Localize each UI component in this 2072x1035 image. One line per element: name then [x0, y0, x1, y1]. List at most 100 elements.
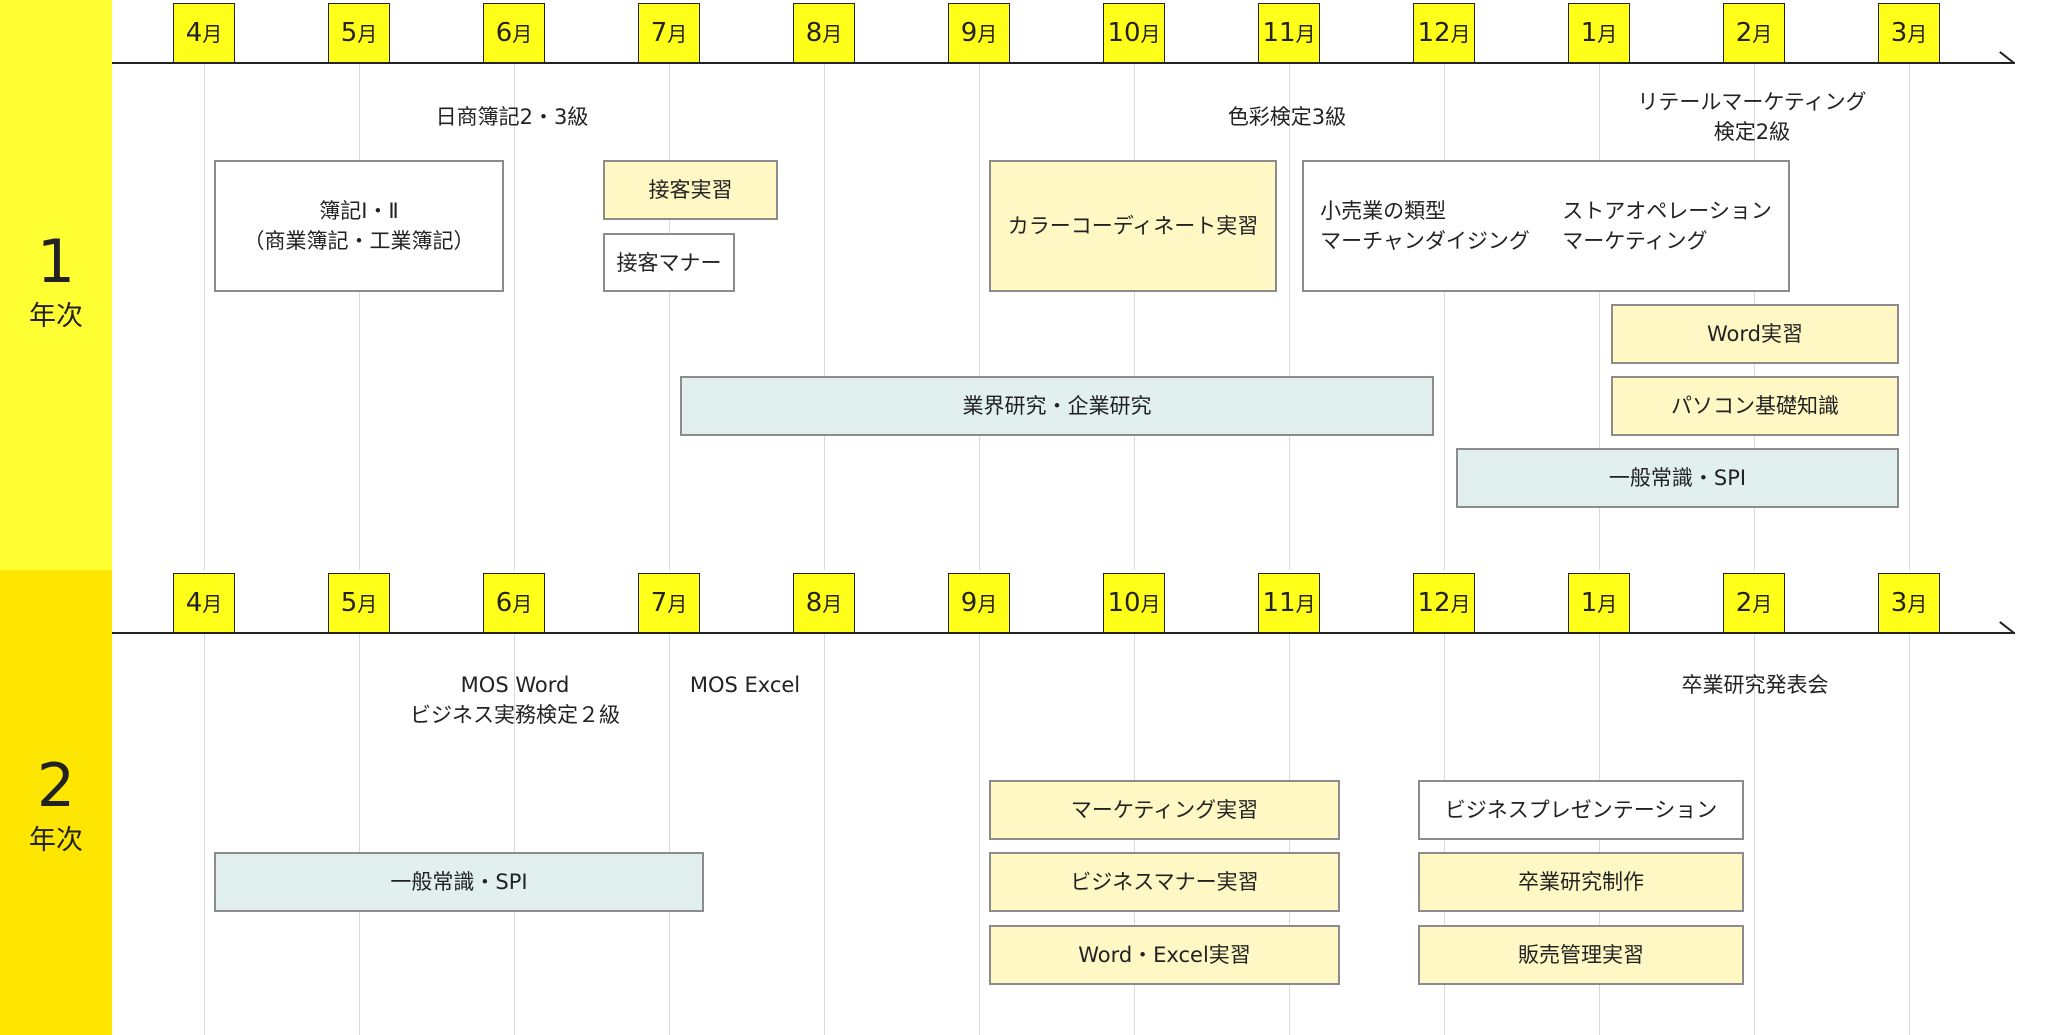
- month-number: 2: [1735, 588, 1753, 618]
- month-number: 10: [1107, 588, 1141, 618]
- month-marker-1: 1月: [1568, 573, 1630, 633]
- month-suffix: 月: [357, 592, 378, 616]
- month-number: 6: [495, 18, 513, 48]
- month-suffix: 月: [1295, 592, 1316, 616]
- year2-label: 年次: [29, 825, 83, 856]
- month-suffix: 月: [512, 592, 533, 616]
- course-pc-basics: パソコン基礎知識: [1611, 376, 1899, 436]
- month-number: 7: [650, 18, 668, 48]
- month-suffix: 月: [822, 22, 843, 46]
- month-number: 11: [1262, 18, 1296, 48]
- month-marker-5: 5月: [328, 3, 390, 63]
- month-marker-2: 2月: [1723, 3, 1785, 63]
- month-marker-11: 11月: [1258, 573, 1320, 633]
- month-gridline: [669, 632, 670, 1035]
- month-number: 11: [1262, 588, 1296, 618]
- month-suffix: 月: [667, 592, 688, 616]
- course-word: Word実習: [1611, 304, 1899, 364]
- month-number: 8: [805, 588, 823, 618]
- month-gridline: [359, 62, 360, 570]
- course-service-manner: 接客マナー: [603, 233, 735, 292]
- course-sales-management: 販売管理実習: [1418, 925, 1744, 985]
- month-number: 1: [1580, 588, 1598, 618]
- month-suffix: 月: [1140, 592, 1161, 616]
- month-number: 3: [1890, 18, 1908, 48]
- course-word-excel: Word・Excel実習: [989, 925, 1340, 985]
- month-number: 8: [805, 18, 823, 48]
- year1-number: 1: [36, 227, 76, 297]
- cert-mos-excel: MOS Excel: [689, 673, 801, 697]
- year1-band: 1 年次: [0, 0, 112, 570]
- course-marketing-practice: マーケティング実習: [989, 780, 1340, 840]
- month-number: 9: [960, 18, 978, 48]
- month-marker-8: 8月: [793, 3, 855, 63]
- month-number: 3: [1890, 588, 1908, 618]
- month-suffix: 月: [977, 592, 998, 616]
- cert-retail: リテールマーケティング 検定2級: [1637, 90, 1867, 144]
- cert-mos-word: MOS Word ビジネス実務検定２級: [410, 673, 620, 727]
- year2-number: 2: [36, 751, 76, 821]
- month-suffix: 月: [512, 22, 533, 46]
- course-spi: 一般常識・SPI: [1456, 448, 1899, 508]
- month-marker-11: 11月: [1258, 3, 1320, 63]
- month-gridline: [1599, 62, 1600, 570]
- month-gridline: [514, 632, 515, 1035]
- month-suffix: 月: [1295, 22, 1316, 46]
- month-marker-12: 12月: [1413, 573, 1475, 633]
- course-industry-research: 業界研究・企業研究: [680, 376, 1434, 436]
- course-boki: 簿記Ⅰ・Ⅱ （商業簿記・工業簿記）: [214, 160, 504, 292]
- month-marker-8: 8月: [793, 573, 855, 633]
- year2-band: 2 年次: [0, 570, 112, 1035]
- month-marker-7: 7月: [638, 573, 700, 633]
- retail-col1: 小売業の類型 マーチャンダイジング: [1320, 199, 1530, 253]
- month-suffix: 月: [1752, 22, 1773, 46]
- month-marker-1: 1月: [1568, 3, 1630, 63]
- month-marker-4: 4月: [173, 573, 235, 633]
- month-suffix: 月: [1597, 22, 1618, 46]
- month-suffix: 月: [202, 592, 223, 616]
- month-gridline: [1909, 62, 1910, 570]
- month-suffix: 月: [202, 22, 223, 46]
- month-marker-9: 9月: [948, 573, 1010, 633]
- month-suffix: 月: [1450, 22, 1471, 46]
- month-suffix: 月: [1450, 592, 1471, 616]
- month-marker-7: 7月: [638, 3, 700, 63]
- month-number: 7: [650, 588, 668, 618]
- month-number: 1: [1580, 18, 1598, 48]
- month-marker-6: 6月: [483, 573, 545, 633]
- month-suffix: 月: [1140, 22, 1161, 46]
- month-number: 10: [1107, 18, 1141, 48]
- timeline-axis: [112, 62, 2015, 64]
- month-gridline: [1754, 632, 1755, 1035]
- month-number: 12: [1417, 18, 1451, 48]
- month-marker-6: 6月: [483, 3, 545, 63]
- month-number: 4: [185, 18, 203, 48]
- month-gridline: [979, 632, 980, 1035]
- month-marker-5: 5月: [328, 573, 390, 633]
- month-gridline: [1289, 62, 1290, 570]
- retail-col2: ストアオペレーション マーケティング: [1562, 199, 1772, 253]
- cert-graduation-presentation: 卒業研究発表会: [1681, 673, 1829, 697]
- month-marker-10: 10月: [1103, 573, 1165, 633]
- cert-color: 色彩検定3級: [1227, 105, 1347, 129]
- month-marker-9: 9月: [948, 3, 1010, 63]
- month-number: 12: [1417, 588, 1451, 618]
- month-suffix: 月: [1907, 22, 1928, 46]
- timeline-axis: [112, 632, 2015, 634]
- month-gridline: [359, 632, 360, 1035]
- course-retail: 小売業の類型 マーチャンダイジング ストアオペレーション マーケティング: [1302, 160, 1790, 292]
- month-gridline: [514, 62, 515, 570]
- month-gridline: [204, 62, 205, 570]
- cert-boki: 日商簿記2・3級: [435, 105, 589, 129]
- month-marker-2: 2月: [1723, 573, 1785, 633]
- month-number: 5: [340, 588, 358, 618]
- month-gridline: [1909, 632, 1910, 1035]
- month-gridline: [1134, 62, 1135, 570]
- month-marker-3: 3月: [1878, 3, 1940, 63]
- month-marker-10: 10月: [1103, 3, 1165, 63]
- course-spi: 一般常識・SPI: [214, 852, 704, 912]
- month-suffix: 月: [977, 22, 998, 46]
- month-number: 6: [495, 588, 513, 618]
- month-marker-3: 3月: [1878, 573, 1940, 633]
